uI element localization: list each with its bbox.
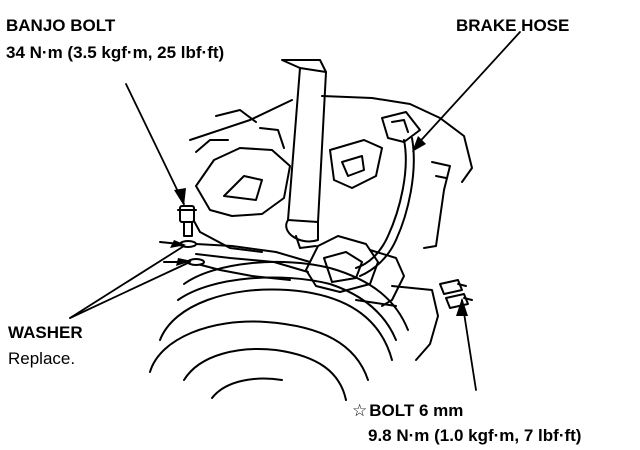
bolt-title: BOLT 6 mm <box>369 401 464 420</box>
star-marker-icon: ☆ <box>352 401 368 420</box>
suspension-strut <box>281 59 327 249</box>
banjo-bolt-title: BANJO BOLT <box>6 16 116 35</box>
banjo-bolt-leader <box>125 83 185 205</box>
bolt-arrowhead <box>456 298 468 316</box>
steering-knuckle <box>187 95 473 253</box>
arrowheads <box>170 136 468 316</box>
brake-hose-leader <box>413 31 521 149</box>
washer-leader-1 <box>69 245 185 319</box>
washer-arrowhead-2 <box>176 258 192 266</box>
washer-arrowhead-1 <box>170 240 186 248</box>
banjo-bolt-torque-spec: 34 N·m (3.5 kgf·m, 25 lbf·ft) <box>6 43 225 62</box>
bolt-label: ☆BOLT 6 mm <box>352 402 463 419</box>
caliper <box>305 235 439 361</box>
banjo-bolt-arrowhead <box>174 188 186 206</box>
six-mm-bolts <box>439 279 473 309</box>
brake-hose-title: BRAKE HOSE <box>456 16 570 35</box>
leader-lines <box>69 31 521 391</box>
banjo-bolt-part <box>177 205 197 237</box>
brake-hose-arrowhead <box>412 136 426 152</box>
washer-leader-2 <box>69 261 191 319</box>
washer-title: WASHER <box>8 323 83 342</box>
bolt-torque-spec: 9.8 N·m (1.0 kgf·m, 7 lbf·ft) <box>368 426 582 445</box>
washer-note: Replace. <box>8 349 76 368</box>
brake-hose <box>355 111 451 277</box>
brake-disc <box>149 260 409 401</box>
